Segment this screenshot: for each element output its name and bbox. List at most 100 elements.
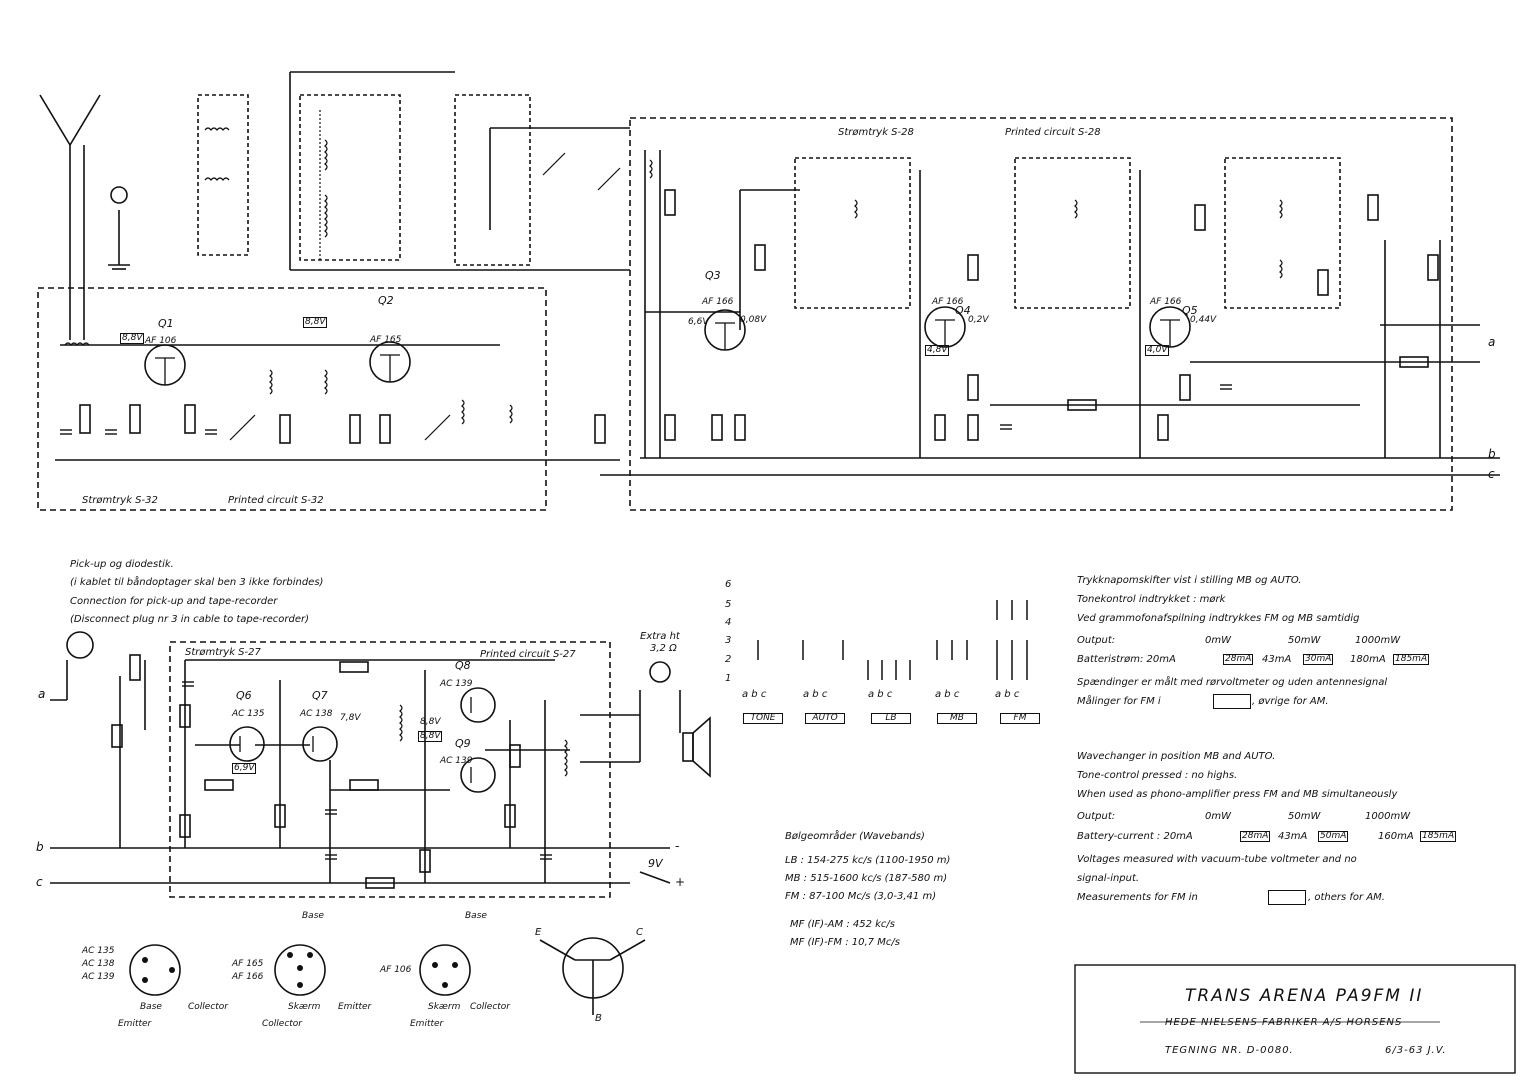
en-output-50: 50mW xyxy=(1288,811,1321,822)
pinout-g3-base: Base xyxy=(465,911,487,921)
af-block-label-dk: Strømtryk S-27 xyxy=(185,647,261,658)
switch-cols-lb: a b c xyxy=(868,689,893,700)
symbol-base-letter: B xyxy=(595,1013,602,1024)
q9-voltage: 8,8V xyxy=(418,731,443,742)
en-note-4: Voltages measured with vacuum-tube voltm… xyxy=(1077,854,1357,865)
pinout-af165: AF 165 xyxy=(232,959,264,969)
q8-ref: Q8 xyxy=(455,659,471,672)
q9-type: AC 139 xyxy=(440,756,473,766)
if-block-label-en: Printed circuit S-28 xyxy=(1005,127,1101,138)
if-rail-b-label: b xyxy=(1488,447,1496,461)
dk-battery-1: 28mA xyxy=(1223,654,1254,665)
if-rail-c-label: c xyxy=(1488,467,1495,481)
dk-battery-5: 185mA xyxy=(1393,654,1430,665)
switch-cols-auto: a b c xyxy=(803,689,828,700)
q3-type: AF 166 xyxy=(702,297,734,307)
rf-block-label-en: Printed circuit S-32 xyxy=(228,495,324,506)
if-rail-a-label: a xyxy=(1488,335,1496,349)
rf-block-label-dk: Strømtryk S-32 xyxy=(82,495,158,506)
pinout-g3-shield: Skærm xyxy=(428,1002,461,1012)
dk-note-5b: , øvrige for AM. xyxy=(1252,696,1329,707)
q1-type: AF 106 xyxy=(145,336,177,346)
pinout-g2-emitter: Emitter xyxy=(338,1002,372,1012)
if-block-label-dk: Strømtryk S-28 xyxy=(838,127,914,138)
switch-label-auto: AUTO xyxy=(805,713,845,724)
q2-ref: Q2 xyxy=(378,294,394,307)
pinout-af166: AF 166 xyxy=(232,972,264,982)
q3-voltage2: 0,08V xyxy=(740,315,767,325)
q8-type: AC 139 xyxy=(440,679,473,689)
pinout-g3-emitter: Emitter xyxy=(410,1019,444,1029)
dk-note-5a: Målinger for FM i xyxy=(1077,696,1161,707)
en-fm-box xyxy=(1268,890,1306,905)
q7-symbol xyxy=(302,726,338,762)
q4-ref: Q4 xyxy=(955,304,971,317)
rf-block-outline xyxy=(37,287,547,511)
loudspeaker-symbol xyxy=(639,661,711,778)
title-block-drawing-number: TEGNING NR. D-0080. xyxy=(1165,1045,1294,1056)
dk-note-3: Ved grammofonafspilning indtrykkes FM og… xyxy=(1077,613,1360,624)
pinout-ac138: AC 138 xyxy=(82,959,115,969)
switch-row-2: 2 xyxy=(725,654,732,665)
q5-ref: Q5 xyxy=(1182,304,1198,317)
q7-type: AC 138 xyxy=(300,709,333,719)
pinout-af106: AF 106 xyxy=(380,965,412,975)
symbol-emitter-letter: E xyxy=(535,927,542,938)
title-block-maker: HEDE NIELSENS FABRIKER A/S HORSENS xyxy=(1165,1017,1403,1028)
pinout-g2-collector: Collector xyxy=(262,1019,303,1029)
supply-minus: - xyxy=(675,839,680,853)
q2-voltage: 8,8V xyxy=(303,317,328,328)
pinout-ac139: AC 139 xyxy=(82,972,115,982)
q8-voltage: 8,8V xyxy=(420,717,441,727)
en-battery-3: 50mA xyxy=(1318,831,1349,842)
title-block-outline xyxy=(1074,964,1516,1074)
title-block-date: 6/3-63 J.V. xyxy=(1385,1045,1447,1056)
speaker-label: Extra ht xyxy=(640,631,680,642)
en-battery-2: 43mA xyxy=(1278,831,1308,842)
switch-label-mb: MB xyxy=(937,713,977,724)
dk-output-0: 0mW xyxy=(1205,635,1231,646)
switch-label-tone: TONE xyxy=(743,713,783,724)
supply-plus: + xyxy=(675,875,686,889)
af-block-outline xyxy=(169,641,611,898)
q2-type: AF 165 xyxy=(370,335,402,345)
switch-cols-fm: a b c xyxy=(995,689,1020,700)
pinout-af106-circle xyxy=(419,944,471,996)
q6-ref: Q6 xyxy=(236,689,252,702)
en-note-5: signal-input. xyxy=(1077,873,1140,884)
q7-ref: Q7 xyxy=(312,689,328,702)
if-am: MF (IF)-AM : 452 kc/s xyxy=(790,919,895,930)
q9-symbol xyxy=(460,757,496,793)
af-block-label-en: Printed circuit S-27 xyxy=(480,649,576,660)
q6-symbol xyxy=(229,726,265,762)
pinout-ac135: AC 135 xyxy=(82,946,115,956)
dk-battery-4: 180mA xyxy=(1350,654,1386,665)
q9-ref: Q9 xyxy=(455,737,471,750)
supply-voltage: 9V xyxy=(648,857,663,870)
switch-row-3: 3 xyxy=(725,635,732,646)
waveband-mb: MB : 515-1600 kc/s (187-580 m) xyxy=(785,873,948,884)
waveband-lb: LB : 154-275 kc/s (1100-1950 m) xyxy=(785,855,951,866)
switch-row-1: 1 xyxy=(725,673,732,684)
en-battery-4: 160mA xyxy=(1378,831,1414,842)
title-block-title: TRANS ARENA PA9FM II xyxy=(1185,986,1424,1006)
pinout-g1-base: Base xyxy=(140,1002,162,1012)
q5-type: AF 166 xyxy=(1150,297,1182,307)
en-battery-5: 185mA xyxy=(1420,831,1457,842)
pickup-note-2: (i kablet til båndoptager skal ben 3 ikk… xyxy=(70,577,324,588)
en-note-6a: Measurements for FM in xyxy=(1077,892,1198,903)
en-note-6b: , others for AM. xyxy=(1308,892,1385,903)
en-output-label: Output: xyxy=(1077,811,1116,822)
q5-voltage: 0,44V xyxy=(1190,315,1217,325)
en-battery-1: 28mA xyxy=(1240,831,1271,842)
q1-ref: Q1 xyxy=(158,317,174,330)
dk-output-50: 50mW xyxy=(1288,635,1321,646)
en-note-3: When used as phono-amplifier press FM an… xyxy=(1077,789,1398,800)
pinout-af165-circle xyxy=(274,944,326,996)
if-block-outline xyxy=(629,117,1453,511)
q3-ref: Q3 xyxy=(705,269,721,282)
dk-note-1: Trykknapomskifter vist i stilling MB og … xyxy=(1077,575,1302,586)
pickup-din-socket xyxy=(66,631,94,659)
q3-voltage: 6,6V xyxy=(688,317,709,327)
q8-symbol xyxy=(460,687,496,723)
